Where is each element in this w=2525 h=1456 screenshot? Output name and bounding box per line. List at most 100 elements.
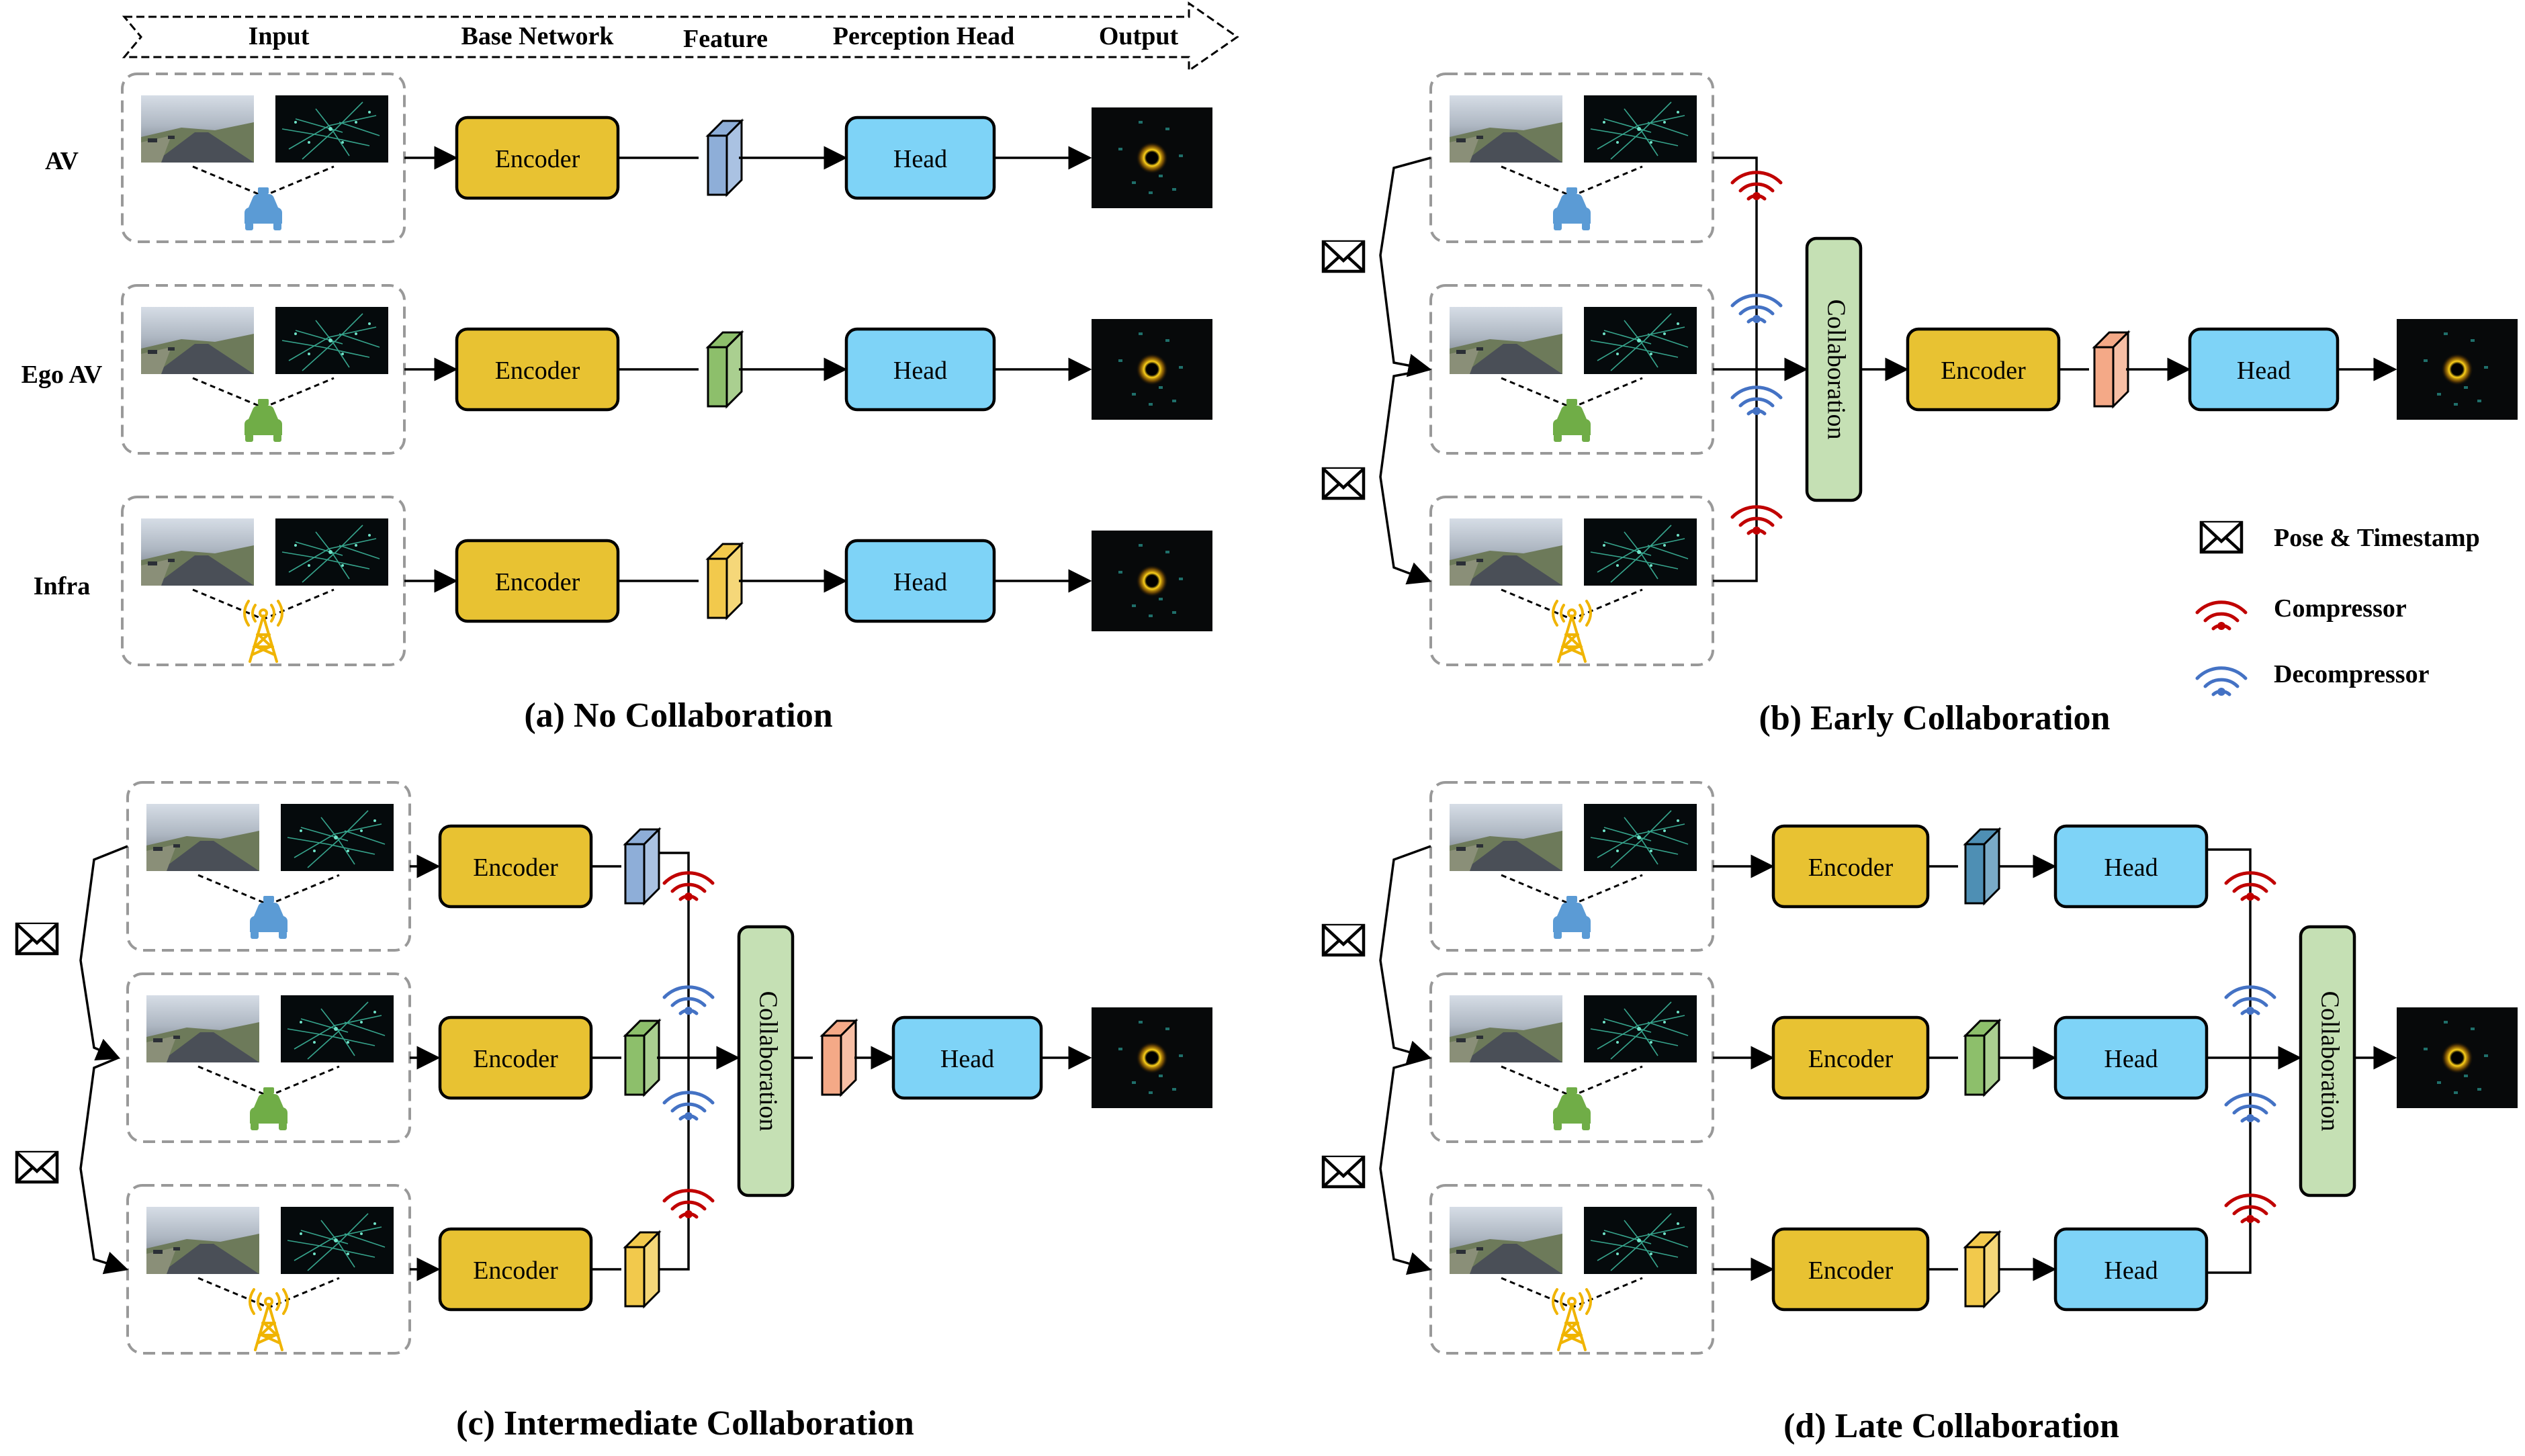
camera-image <box>141 518 254 586</box>
pose-arrow <box>1379 845 1432 1064</box>
lidar-image <box>275 518 389 586</box>
compressor-icon-dot <box>1753 527 1761 535</box>
head-label: Head <box>893 145 947 173</box>
head-block <box>2053 824 2209 909</box>
head-label: Head <box>893 357 947 385</box>
lidar-image <box>1583 518 1697 586</box>
legend: Pose & Timestamp Compressor Decompressor <box>2197 522 2480 696</box>
legend-compressor: Compressor <box>2274 594 2407 623</box>
car-icon <box>250 1087 287 1130</box>
envelope-icon <box>1323 1157 1364 1187</box>
encoder-label: Encoder <box>1808 1257 1894 1285</box>
tower-icon <box>243 600 283 663</box>
feature-map <box>1963 1230 2002 1309</box>
caption-intermediate-collaboration: (c) Intermediate Collaboration <box>456 1404 914 1443</box>
collaboration-label: Collaboration <box>2315 991 2344 1132</box>
collaboration-block <box>2299 925 2356 1197</box>
head-label: Head <box>2104 1257 2158 1285</box>
feature-map <box>705 330 744 409</box>
output-bev-image <box>1092 319 1212 420</box>
lidar-image <box>280 995 394 1063</box>
encoder-label: Encoder <box>1808 1045 1894 1073</box>
output-bev-image <box>2397 319 2518 420</box>
compressor-icon-dot <box>684 1210 693 1218</box>
feature-map <box>1963 827 2002 906</box>
head-label: Head <box>940 1045 994 1073</box>
row-label-ego-av: Ego AV <box>21 361 103 389</box>
stage-label-perception-head: Perception Head <box>833 22 1015 50</box>
camera-image <box>1450 307 1562 374</box>
pose-arrow <box>1379 1056 1432 1275</box>
camera-image <box>146 804 259 871</box>
encoder-label: Encoder <box>495 145 580 173</box>
camera-image <box>1450 95 1562 163</box>
feature-map <box>623 827 662 906</box>
feature-map <box>623 1230 662 1309</box>
car-icon <box>1553 399 1591 442</box>
legend-pose-timestamp: Pose & Timestamp <box>2274 524 2480 552</box>
encoder-label: Encoder <box>495 357 580 385</box>
output-bev-image <box>2397 1007 2518 1108</box>
head-block <box>2053 1227 2209 1312</box>
envelope-icon <box>2201 522 2242 552</box>
lidar-image <box>1583 306 1697 375</box>
lidar-image <box>1583 95 1697 163</box>
camera-image <box>141 307 254 374</box>
camera-image <box>1450 1207 1562 1274</box>
compressor-icon-dot <box>1753 192 1761 200</box>
camera-image <box>1450 995 1562 1062</box>
output-bev-image <box>1092 1007 1212 1108</box>
envelope-icon <box>1323 242 1364 271</box>
car-icon <box>1553 187 1591 230</box>
caption-late-collaboration: (d) Late Collaboration <box>1783 1407 2119 1445</box>
stage-banner-arrow <box>122 1 1239 73</box>
head-label: Head <box>2237 357 2291 385</box>
head-label: Head <box>2104 1045 2158 1073</box>
output-bev-image <box>1092 531 1212 631</box>
feature-map <box>623 1018 662 1097</box>
output-bev-image <box>1092 107 1212 208</box>
stage-label-input: Input <box>249 22 310 50</box>
compressor-icon-dot <box>684 893 693 901</box>
tower-icon <box>249 1288 289 1351</box>
encoder-label: Encoder <box>495 568 580 596</box>
pose-arrow <box>79 1056 129 1275</box>
envelope-icon <box>17 1152 57 1182</box>
tower-icon <box>1552 600 1592 663</box>
feature-map <box>2092 330 2131 409</box>
bus-line <box>658 852 690 1271</box>
envelope-icon <box>1323 925 1364 955</box>
bus-line <box>2207 848 2252 1274</box>
lidar-image <box>1583 1206 1697 1275</box>
lidar-image <box>1583 803 1697 872</box>
lidar-image <box>275 306 389 375</box>
compressor-icon-dot <box>2246 893 2254 901</box>
encoder-label: Encoder <box>473 854 558 882</box>
row-label-infra: Infra <box>34 572 90 600</box>
car-icon <box>245 399 282 442</box>
decompressor-icon-dot <box>684 1112 693 1120</box>
camera-image <box>146 995 259 1062</box>
lidar-image <box>280 1206 394 1275</box>
head-label: Head <box>2104 854 2158 882</box>
stage-label-feature: Feature <box>683 25 768 53</box>
collaboration-block <box>737 925 795 1197</box>
decompressor-icon-dot <box>684 1007 693 1015</box>
camera-image <box>1450 518 1562 586</box>
encoder-label: Encoder <box>1808 854 1894 882</box>
row-label-av: AV <box>45 147 79 175</box>
pose-arrow <box>1379 156 1432 377</box>
car-icon <box>1553 896 1591 939</box>
pose-arrow <box>79 845 128 1061</box>
envelope-icon <box>1323 469 1364 498</box>
tower-icon <box>1552 1288 1592 1351</box>
encoder-label: Encoder <box>1941 357 2026 385</box>
feature-map <box>1963 1018 2002 1097</box>
decompressor-icon-dot <box>2246 1114 2254 1122</box>
collaboration-label: Collaboration <box>1822 300 1850 440</box>
pose-arrow <box>1379 368 1432 585</box>
car-icon <box>250 896 287 939</box>
car-icon <box>1553 1087 1591 1130</box>
camera-image <box>146 1207 259 1274</box>
